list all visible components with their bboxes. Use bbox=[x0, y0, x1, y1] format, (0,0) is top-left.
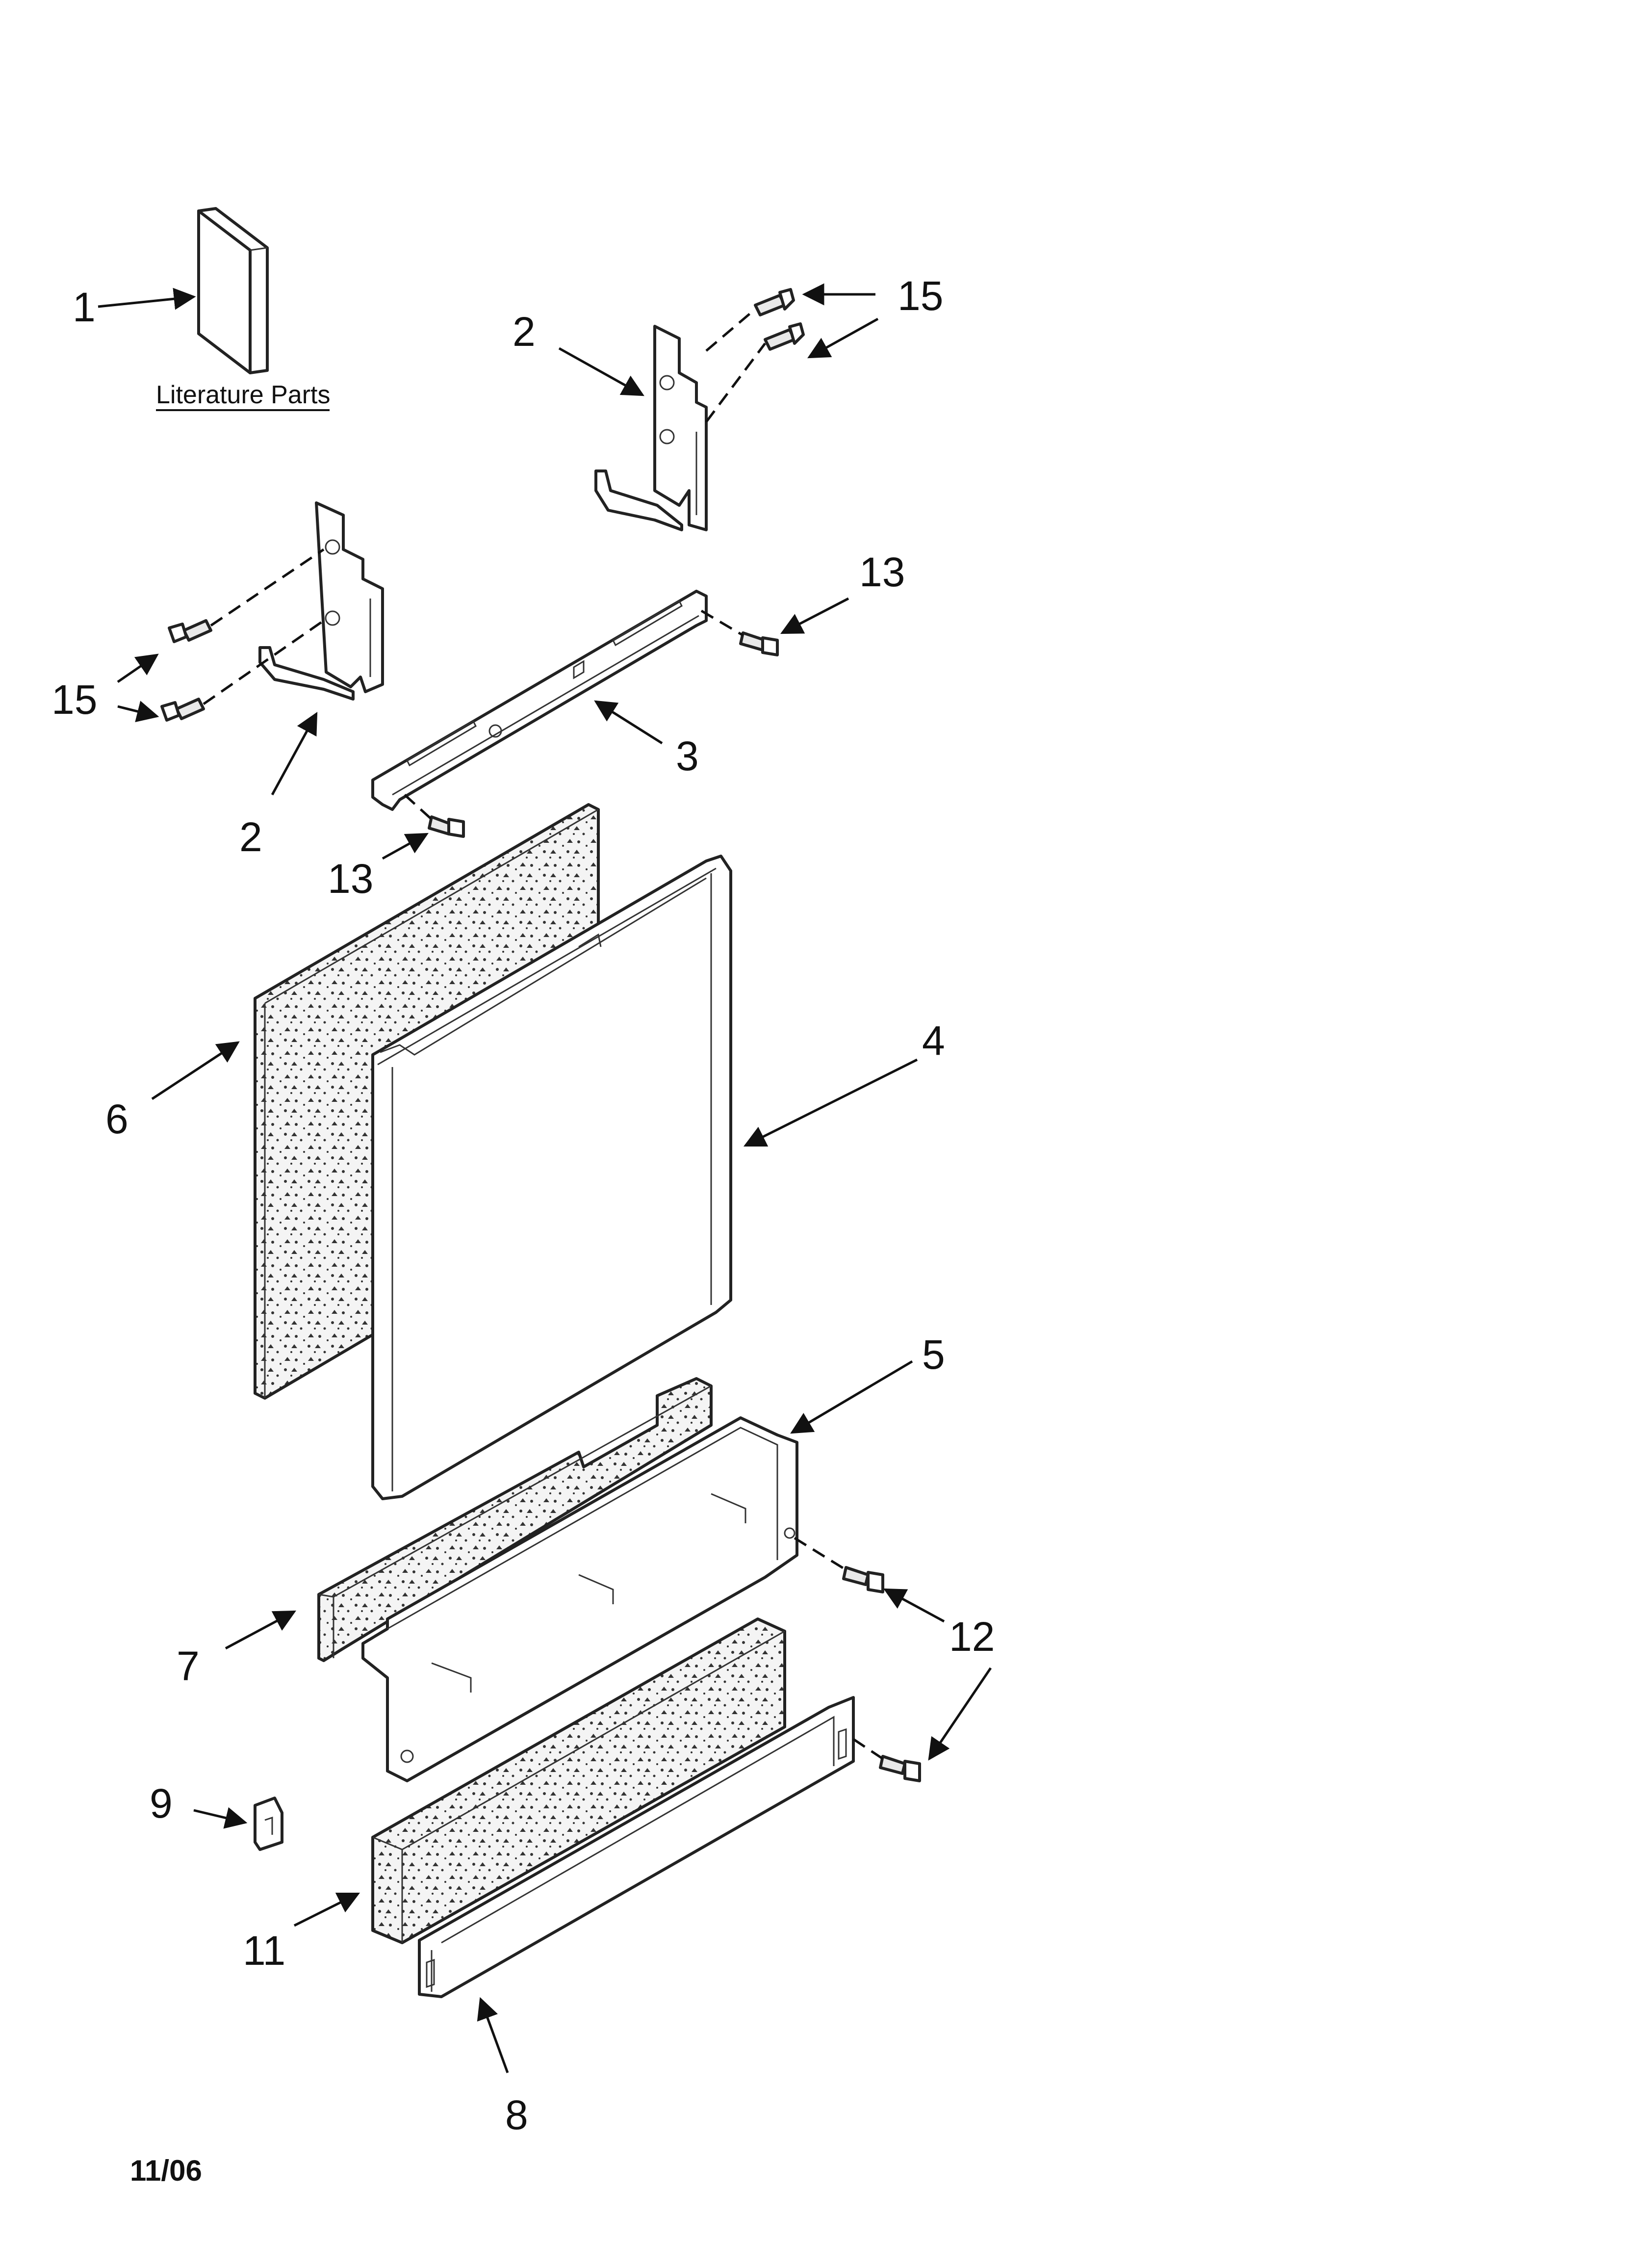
callout-arrow-2b bbox=[271, 712, 318, 796]
screw-15-upper-a bbox=[754, 288, 795, 316]
literature-parts-booklet bbox=[197, 207, 269, 374]
hinge-bracket-left bbox=[258, 501, 384, 701]
callout-arrow-12a bbox=[883, 1588, 945, 1623]
callout-9: 9 bbox=[150, 1780, 173, 1826]
screw-13-upper bbox=[739, 631, 779, 656]
callout-arrow-1 bbox=[98, 287, 196, 310]
callout-4: 4 bbox=[922, 1017, 945, 1064]
callout-arrow-15a-2 bbox=[807, 317, 879, 359]
callout-2-top: 2 bbox=[513, 309, 536, 355]
screw-15-lower-b bbox=[160, 698, 205, 722]
callout-arrow-13b bbox=[382, 833, 429, 860]
callout-13-lower: 13 bbox=[328, 856, 373, 902]
screw-12-upper bbox=[842, 1566, 884, 1593]
literature-parts-label: Literature Parts bbox=[156, 381, 331, 409]
callout-arrow-2a bbox=[558, 347, 644, 396]
screw-15-upper-b bbox=[764, 322, 805, 351]
mounting-clip bbox=[254, 1797, 283, 1851]
callout-15-left: 15 bbox=[51, 677, 97, 723]
callout-13-upper: 13 bbox=[859, 549, 905, 595]
callout-arrow-6 bbox=[151, 1041, 240, 1100]
date-stamp: 11/06 bbox=[130, 2154, 202, 2187]
toe-panel bbox=[418, 1696, 855, 1998]
callout-12: 12 bbox=[949, 1614, 995, 1660]
callout-8: 8 bbox=[505, 2092, 528, 2138]
callout-arrow-15b-2 bbox=[117, 701, 159, 723]
callout-11: 11 bbox=[243, 1928, 285, 1974]
callout-arrow-13a bbox=[780, 597, 849, 634]
outer-door-panel bbox=[371, 855, 732, 1500]
callout-5: 5 bbox=[922, 1331, 945, 1378]
screw-15-lower-a bbox=[168, 619, 212, 643]
callout-arrow-9 bbox=[193, 1807, 248, 1829]
callout-arrow-11 bbox=[293, 1892, 360, 1927]
callout-2-left: 2 bbox=[239, 814, 262, 860]
callout-arrow-4 bbox=[743, 1058, 918, 1147]
callout-3: 3 bbox=[676, 733, 699, 779]
callout-arrow-15b bbox=[117, 653, 159, 683]
screw-13-lower bbox=[428, 815, 465, 838]
callout-7: 7 bbox=[177, 1643, 200, 1689]
callout-arrow-12b bbox=[928, 1667, 992, 1761]
access-panel-insulation bbox=[317, 1377, 713, 1662]
callout-arrow-5 bbox=[790, 1360, 913, 1434]
access-panel bbox=[361, 1416, 798, 1782]
callout-arrow-3 bbox=[594, 700, 663, 745]
callout-6: 6 bbox=[105, 1096, 128, 1142]
door-rail-bracket bbox=[371, 590, 708, 811]
toe-panel-insulation bbox=[371, 1617, 786, 1944]
callout-1: 1 bbox=[73, 284, 96, 330]
callout-arrow-7 bbox=[225, 1610, 296, 1650]
callout-arrow-8 bbox=[477, 1997, 509, 2073]
hinge-bracket-right bbox=[594, 325, 708, 531]
callout-15-top: 15 bbox=[898, 273, 943, 319]
screw-12-lower bbox=[879, 1755, 921, 1782]
